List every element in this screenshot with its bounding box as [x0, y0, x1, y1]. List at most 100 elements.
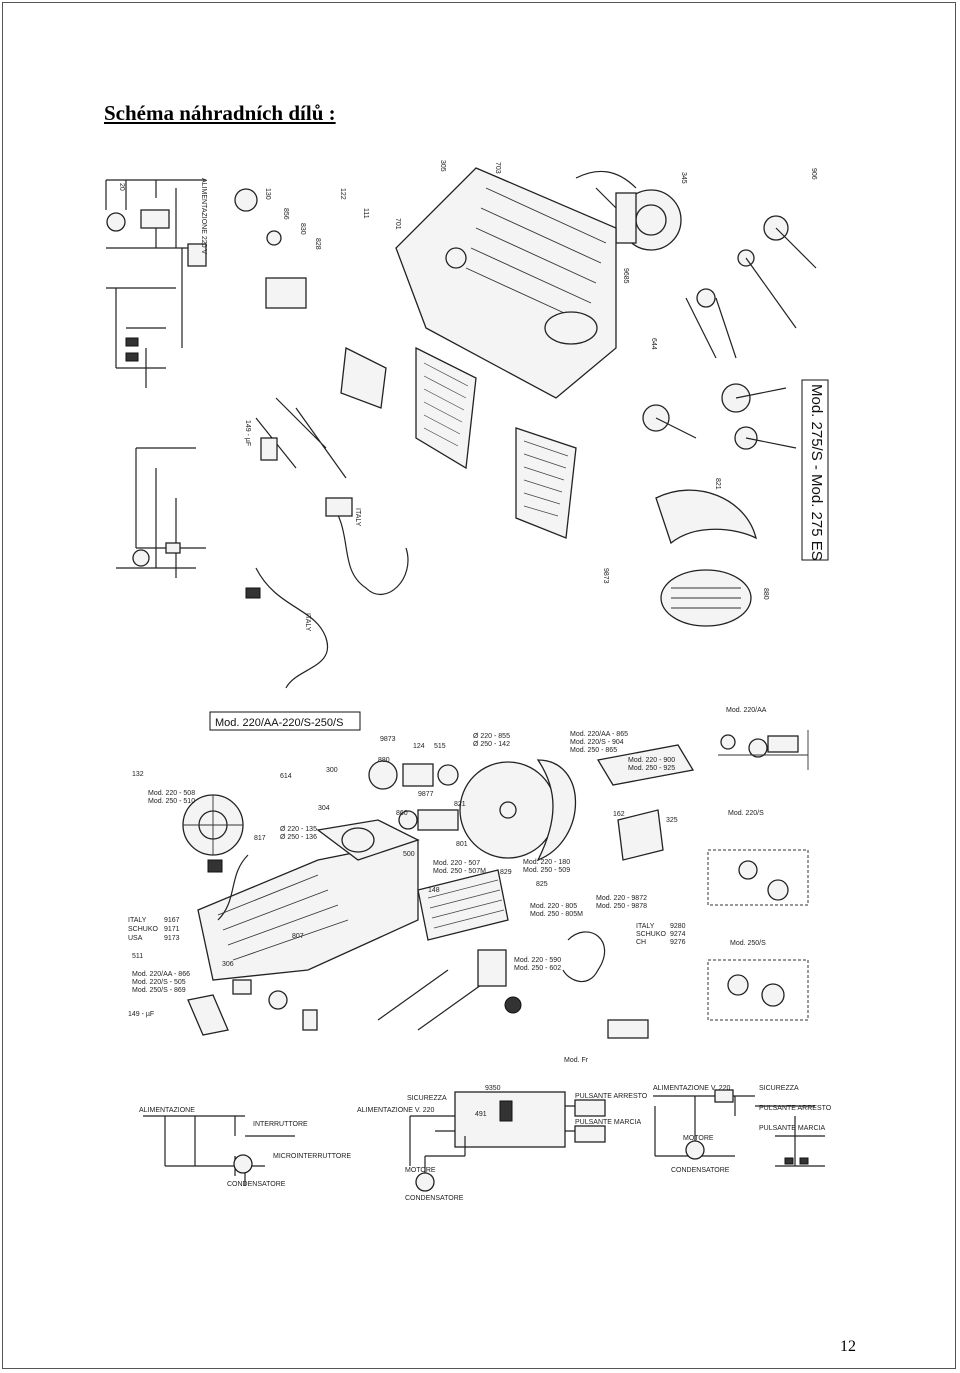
part-label: 304: [318, 805, 330, 812]
hub-parts: [368, 760, 459, 831]
part-label: 511: [132, 953, 143, 960]
exploded-diagram-275: Mod. 275/S - Mod. 275 ES 149 - µF 20 130…: [96, 148, 832, 692]
blade-guard: [655, 489, 757, 627]
variant-note: Mod. 250 - 510: [148, 798, 195, 805]
part-label: 148: [428, 887, 440, 894]
cord-block-left: ITALY 9167 SCHUKO 9171 USA 9173: [128, 917, 180, 942]
part-label: 880: [762, 588, 769, 600]
knob-assembly: [685, 215, 817, 359]
variant-note: Mod. 250/S - 869: [132, 987, 186, 994]
variant-note: Mod. 220 - 900: [628, 757, 675, 764]
cord-code: 9167: [164, 917, 180, 924]
circuit-label: PULSANTE ARRESTO: [575, 1093, 648, 1100]
variant-note: Mod. 250 - 507M: [433, 868, 486, 875]
variant-note: Mod. 250 - 602: [514, 965, 561, 972]
circuit-label: PULSANTE MARCIA: [575, 1119, 641, 1126]
submodel-label-250s: Mod. 250/S: [730, 940, 766, 947]
part-label: 124: [413, 743, 425, 750]
variant-note: Mod. 220/AA - 866: [132, 971, 190, 978]
power-cords: [245, 497, 409, 689]
part-label: 817: [254, 835, 266, 842]
part-label: 306: [222, 961, 234, 968]
part-label: 825: [536, 881, 548, 888]
part-label: 828: [314, 238, 321, 250]
circuit-label: MOTORE: [405, 1167, 436, 1174]
part-label: 807: [292, 933, 304, 940]
variant-note: Mod. 250 - 805M: [530, 911, 583, 918]
submodel-label-220aa: Mod. 220/AA: [726, 707, 767, 714]
part-label: 701: [394, 218, 401, 230]
cord-code: 9276: [670, 939, 686, 946]
variant-note: Ø 220 - 855: [473, 733, 510, 740]
page-number: 12: [840, 1338, 856, 1355]
submodel-label-fr: Mod. Fr: [564, 1057, 589, 1064]
part-label: 20: [118, 183, 125, 191]
part-label: 644: [650, 338, 657, 350]
carriage-plate-2: [515, 427, 577, 539]
assembly-220aa: [718, 730, 809, 770]
part-label: 703: [494, 162, 501, 174]
part-label: 829: [500, 869, 512, 876]
part-label: 9685: [622, 268, 629, 284]
exploded-diagram-275-drawing: Mod. 275/S - Mod. 275 ES 149 - µF 20 130…: [105, 160, 829, 689]
variant-note: Mod. 250 - 9878: [596, 903, 647, 910]
cord-country: ITALY: [636, 923, 655, 930]
part-label: 614: [280, 773, 292, 780]
circuit-right: ALIMENTAZIONE V. 220 SICUREZZA PULSANTE …: [653, 1085, 832, 1174]
circuit-label: ALIMENTAZIONE: [139, 1107, 195, 1114]
cord-country: SCHUKO: [128, 926, 159, 933]
circuit-label: ALIMENTAZIONE V. 220: [653, 1085, 731, 1092]
sharpener-parts: [642, 383, 797, 450]
cord-country: ITALY: [128, 917, 147, 924]
exploded-diagram-220-250: Mod. 220/AA-220/S-250/S Mod. 220/AA Mod.…: [118, 700, 840, 1070]
circuit-center: 9350 SICUREZZA ALIMENTAZIONE V. 220 491 …: [357, 1085, 648, 1202]
cord-block-right: ITALY 9280 SCHUKO 9274 CH 9276: [636, 923, 686, 946]
part-label: 821: [454, 801, 466, 808]
capacitor-label-top: 149 - µF: [244, 420, 251, 446]
motor: [182, 794, 244, 856]
blade: [459, 759, 577, 862]
variant-note: Mod. 220 - 805: [530, 903, 577, 910]
variant-note: Mod. 220 - 180: [523, 859, 570, 866]
part-label: 500: [403, 851, 415, 858]
variant-note: Mod. 220/S - 904: [570, 739, 624, 746]
variant-note: Mod. 220 - 590: [514, 957, 561, 964]
circuit-label: CONDENSATORE: [227, 1181, 286, 1188]
cord-code: 9280: [670, 923, 686, 930]
circuit-label: MOTORE: [683, 1135, 714, 1142]
part-label: 130: [264, 188, 271, 200]
part-label: 9873: [602, 568, 609, 584]
model-title-220-250: Mod. 220/AA-220/S-250/S: [209, 711, 361, 731]
carriage: [417, 744, 695, 941]
circuit-label: PULSANTE MARCIA: [759, 1125, 825, 1132]
circuit-label: ALIMENTAZIONE V. 220: [357, 1107, 435, 1114]
part-label: 325: [666, 817, 678, 824]
power-cord: [207, 854, 606, 983]
circuit-label: 491: [475, 1111, 487, 1118]
variant-note: Mod. 220 - 9872: [596, 895, 647, 902]
wiring-diagrams-drawing: ALIMENTAZIONE INTERRUTTORE MICROINTERRUT…: [139, 1085, 832, 1202]
cord-country: USA: [128, 935, 143, 942]
part-label: 122: [339, 188, 346, 200]
circuit-label: CONDENSATORE: [671, 1167, 730, 1174]
model-title-275-text: Mod. 275/S - Mod. 275 ES: [808, 384, 825, 561]
part-label: 111: [362, 208, 369, 219]
part-label: 906: [810, 168, 817, 180]
cord-country: CH: [636, 939, 646, 946]
circuit-schematic-top-left: [105, 179, 207, 388]
variant-note: Ø 220 - 135: [280, 826, 317, 833]
part-label: 305: [439, 160, 446, 172]
part-label: 801: [456, 841, 468, 848]
variant-note: Mod. 220 - 507: [433, 860, 480, 867]
variant-note: Ø 250 - 136: [280, 834, 317, 841]
cord-label: ITALY: [304, 613, 311, 632]
part-label: 860: [396, 810, 408, 817]
slicer-housing: [197, 819, 420, 981]
slicer-body: [395, 167, 617, 399]
variant-note: Mod. 220/AA - 865: [570, 731, 628, 738]
part-label: 9873: [380, 736, 396, 743]
exploded-diagram-220-250-drawing: Mod. 220/AA-220/S-250/S Mod. 220/AA Mod.…: [128, 707, 809, 1064]
submodel-label-220s: Mod. 220/S: [728, 810, 764, 817]
variant-note: Mod. 220 - 508: [148, 790, 195, 797]
